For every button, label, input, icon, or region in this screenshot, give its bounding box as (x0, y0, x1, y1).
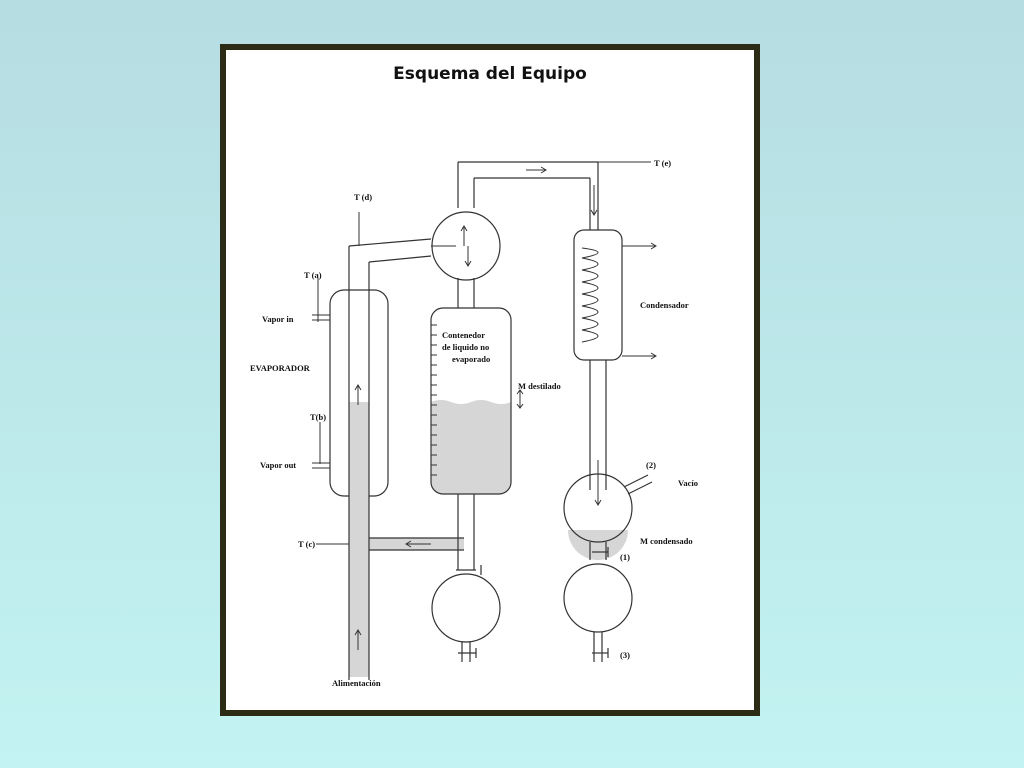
label-1: (1) (620, 552, 630, 562)
liquid-container (430, 307, 524, 570)
label-alimentacion: Alimentación (332, 678, 381, 688)
slide-frame: Esquema del Equipo (220, 44, 760, 716)
separator-sphere (431, 161, 651, 308)
label-vapor-out: Vapor out (260, 460, 296, 470)
label-t-c: T (c) (298, 539, 315, 549)
label-2: (2) (646, 460, 656, 470)
label-vapor-in: Vapor in (262, 314, 294, 324)
label-vacio: Vacío (678, 478, 698, 488)
label-evaporador: EVAPORADOR (250, 363, 311, 373)
label-3: (3) (620, 650, 630, 660)
feed-liquid (349, 402, 369, 677)
label-t-e: T (e) (654, 158, 671, 168)
label-contenedor-2: de liquido no (442, 342, 489, 352)
label-condensador: Condensador (640, 300, 689, 310)
condensate-flask (563, 473, 653, 662)
equipment-diagram: T (d) T (e) T (a) Vapor in EVAPORADOR T(… (250, 158, 698, 688)
diagram-title: Esquema del Equipo (393, 64, 587, 84)
label-t-a: T (a) (304, 270, 322, 280)
distillate-receiver (431, 565, 501, 662)
label-m-condensado: M condensado (640, 536, 693, 546)
label-contenedor-3: evaporado (452, 354, 490, 364)
condenser (573, 229, 657, 506)
evaporator-tube (316, 212, 464, 680)
label-m-destilado: M destilado (518, 381, 561, 391)
label-t-b: T(b) (310, 412, 326, 422)
label-contenedor-1: Contenedor (442, 330, 485, 340)
label-t-d: T (d) (354, 192, 372, 202)
